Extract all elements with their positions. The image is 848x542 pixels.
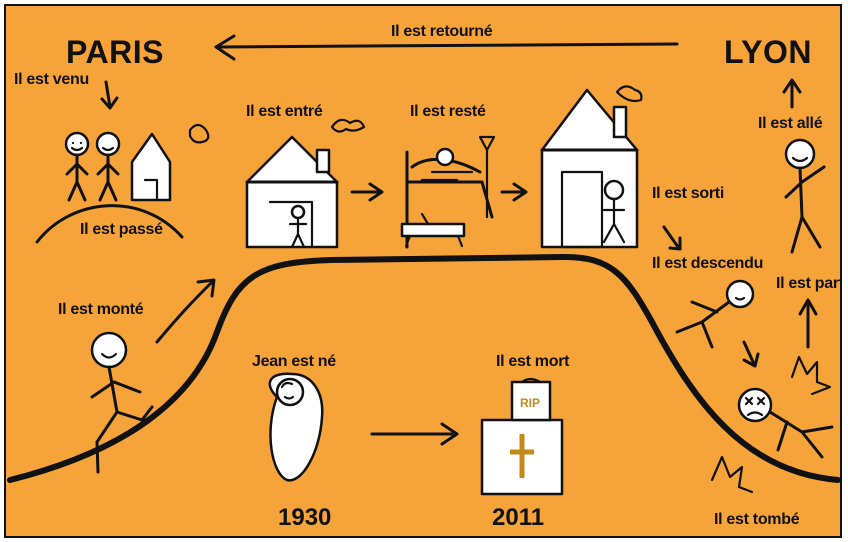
- hill-curve: [10, 257, 838, 480]
- house-entre: [247, 120, 364, 247]
- alle-label: Il est allé: [758, 116, 822, 132]
- retourne-label: Il est retourné: [391, 24, 492, 40]
- death-year: 2011: [492, 506, 544, 530]
- sorti-label: Il est sorti: [652, 186, 724, 202]
- passe-label: Il est passé: [80, 222, 163, 238]
- venu-label: Il est venu: [14, 72, 89, 88]
- crash-burst: [792, 357, 830, 394]
- paris-house: [132, 125, 208, 200]
- paris-label: PARIS: [66, 36, 164, 68]
- paris-figure-2: [97, 133, 119, 200]
- descending-figure: [677, 281, 753, 347]
- tombe-label: Il est tombé: [714, 512, 799, 528]
- entre-label: Il est entré: [246, 104, 322, 120]
- drawing-layer: [6, 6, 842, 538]
- mort-label: Il est mort: [496, 354, 569, 370]
- reste-label: Il est resté: [410, 104, 486, 120]
- birth-year: 1930: [278, 506, 331, 530]
- lyon-label: LYON: [724, 36, 812, 68]
- monte-label: Il est monté: [58, 302, 143, 318]
- parti-label: Il est parti: [776, 276, 842, 292]
- lyon-figure: [786, 140, 824, 252]
- house-sorti: [542, 86, 641, 247]
- deck-chair-figure: [402, 137, 494, 247]
- descendu-label: Il est descendu: [652, 256, 763, 272]
- baby-figure: [270, 374, 322, 481]
- ne-label: Jean est né: [252, 354, 336, 370]
- retourne-arrow: [217, 44, 677, 47]
- paris-figure-1: [66, 133, 88, 200]
- rip-text: RIP: [520, 397, 540, 409]
- illustration-frame: PARIS LYON Il est retourné Il est venu I…: [4, 4, 842, 538]
